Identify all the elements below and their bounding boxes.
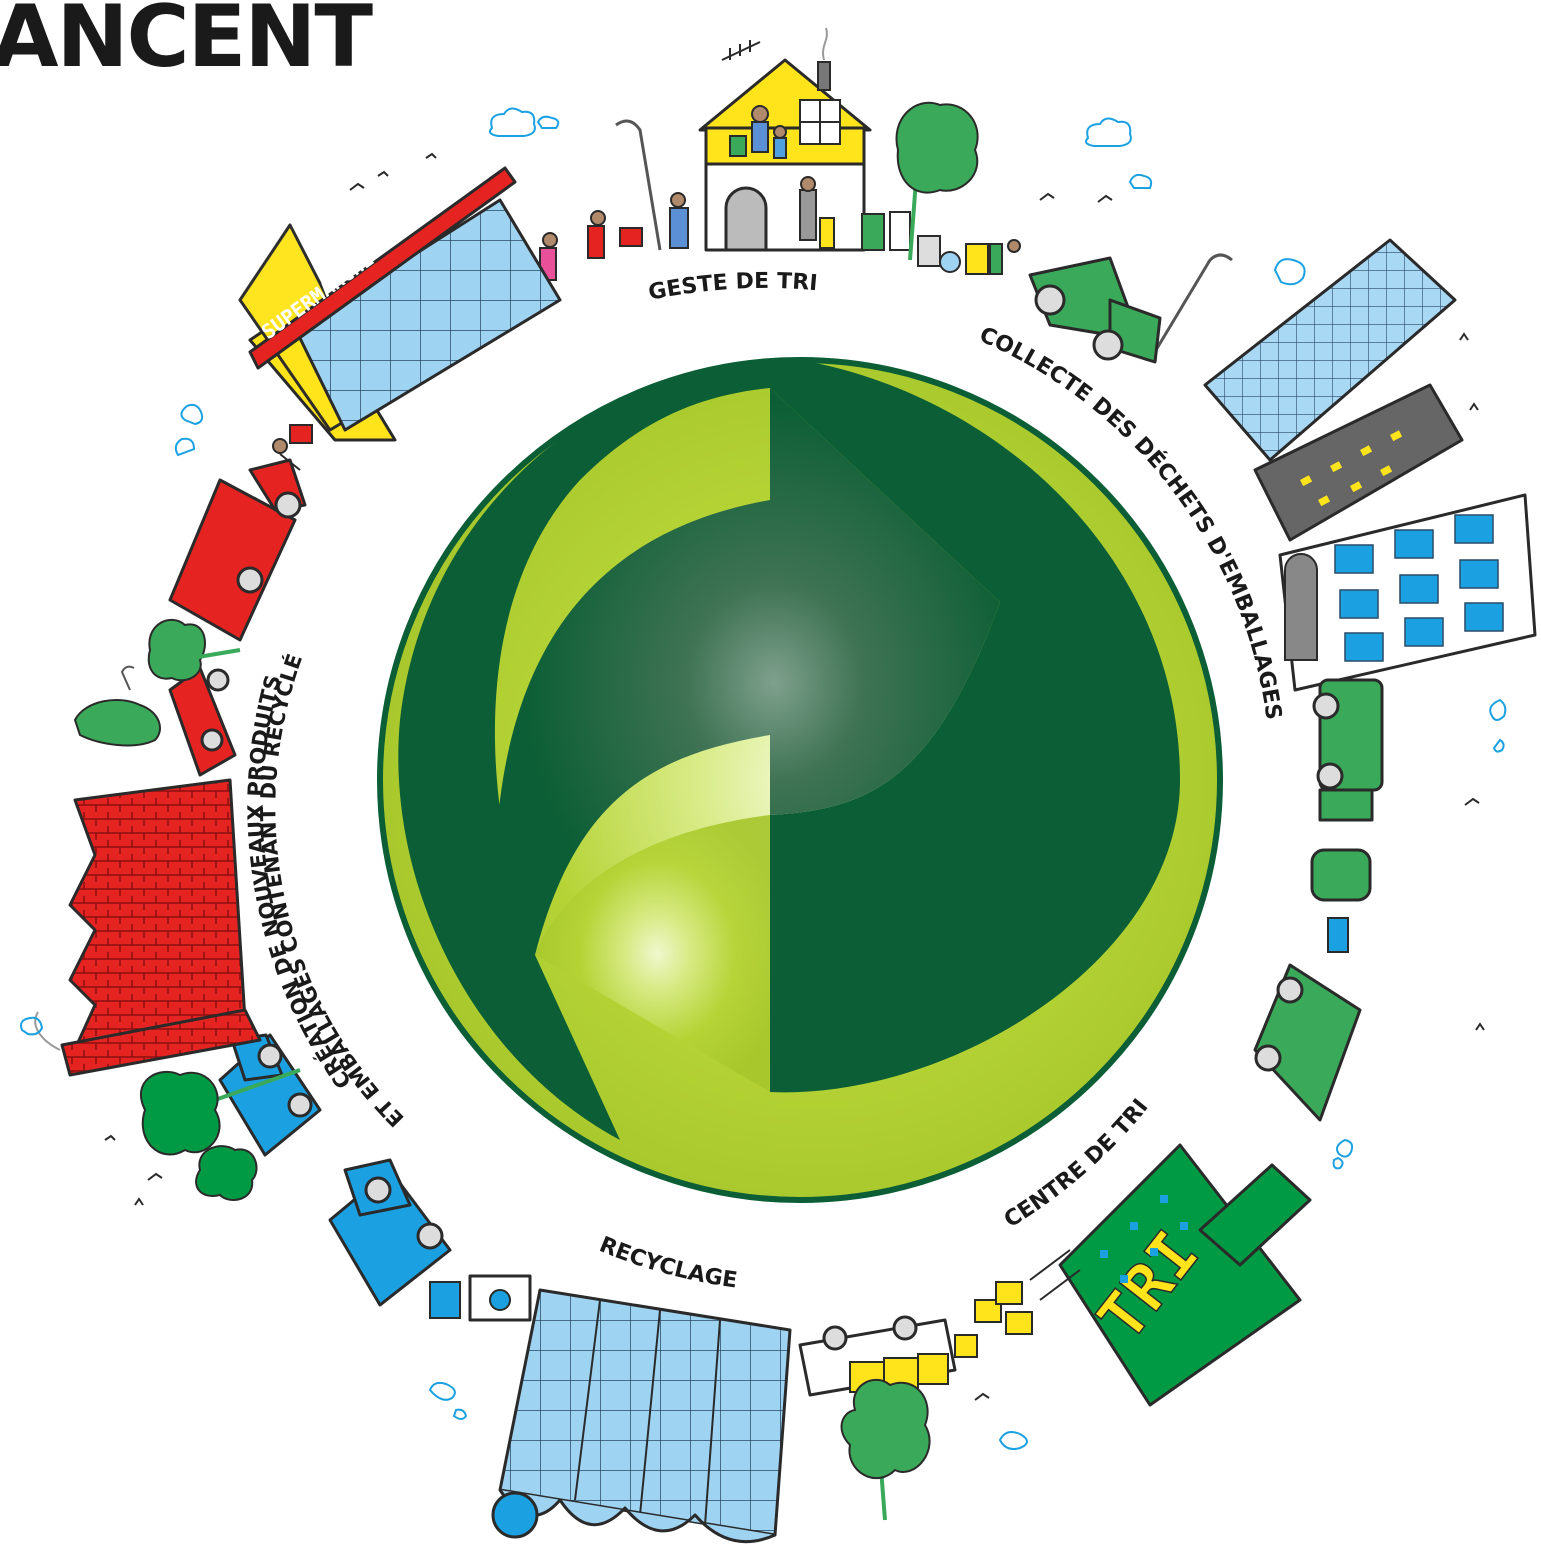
garbage-truck-icon — [1310, 848, 1372, 953]
forklift-icon — [429, 1274, 532, 1322]
label-recyclage: RECYCLAGE — [596, 1232, 739, 1293]
garbage-truck-icon — [1253, 963, 1362, 1122]
street-lamp-icon — [1148, 253, 1233, 361]
tree-icon — [139, 1070, 258, 1201]
page-title: ANCENT — [0, 0, 373, 87]
sorting-center-icon: TRI — [1058, 1143, 1312, 1407]
apartment-building-icon — [1253, 383, 1464, 542]
bins-icon — [861, 211, 1021, 275]
tree-icon — [895, 101, 979, 261]
factory-icon — [34, 778, 262, 1077]
recycling-plant-icon — [491, 1288, 792, 1544]
delivery-truck-icon — [168, 666, 237, 777]
recycling-loop-logo — [377, 357, 1223, 1203]
delivery-truck-icon — [214, 1033, 322, 1157]
delivery-truck-icon — [328, 1158, 452, 1307]
flatbed-truck-icon — [798, 1315, 957, 1397]
conveyor-bales-icon — [954, 1249, 1081, 1358]
cart-person-icon — [272, 424, 313, 471]
label-geste-de-tri: GESTE DE TRI — [646, 269, 818, 306]
garbage-truck-icon — [1028, 256, 1162, 364]
delivery-truck-icon — [168, 458, 307, 642]
house-icon — [698, 27, 872, 252]
supermarket-icon: SUPERMARCHÉ — [238, 166, 562, 442]
cloud-icon — [20, 107, 1507, 1450]
garbage-truck-icon — [1312, 678, 1384, 822]
tree-icon — [840, 1379, 931, 1521]
tree-icon — [73, 619, 241, 747]
bird-icon — [104, 152, 1485, 1401]
office-block-icon — [1278, 493, 1537, 692]
office-tower-icon — [1203, 238, 1457, 462]
